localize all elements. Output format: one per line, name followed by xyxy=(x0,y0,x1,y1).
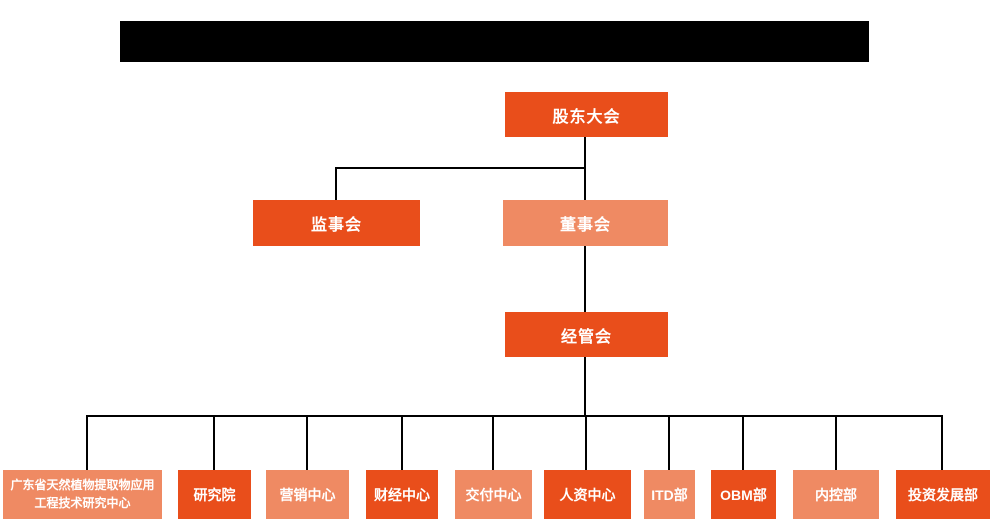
connector-drop-dept-10 xyxy=(941,415,943,470)
connector-drop-dept-3 xyxy=(306,415,308,470)
connector-drop-dept-8 xyxy=(742,415,744,470)
node-dept-research-center: 广东省天然植物提取物应用工程技术研究中心 xyxy=(3,470,162,519)
connector-bus-horizontal xyxy=(86,415,943,417)
node-dept-research-institute: 研究院 xyxy=(178,470,251,519)
node-dept-investment-development: 投资发展部 xyxy=(896,470,990,519)
node-shareholders-meeting: 股东大会 xyxy=(505,92,668,137)
node-dept-internal-control: 内控部 xyxy=(793,470,879,519)
node-board-of-directors: 董事会 xyxy=(503,200,668,246)
connector-drop-dept-6 xyxy=(585,415,587,470)
connector-board-to-management xyxy=(584,246,586,312)
node-dept-itd: ITD部 xyxy=(644,470,695,519)
node-dept-marketing-center: 营销中心 xyxy=(266,470,349,519)
connector-management-down xyxy=(584,357,586,417)
connector-supervisors-drop xyxy=(335,167,337,200)
node-supervisory-board: 监事会 xyxy=(253,200,420,246)
node-dept-finance-center: 财经中心 xyxy=(366,470,438,519)
connector-drop-dept-2 xyxy=(213,415,215,470)
title-bar-redacted xyxy=(120,21,869,62)
node-management-committee: 经管会 xyxy=(505,312,668,357)
node-dept-hr-center: 人资中心 xyxy=(544,470,631,519)
node-dept-delivery-center: 交付中心 xyxy=(455,470,532,519)
connector-split-horizontal xyxy=(335,167,586,169)
connector-drop-dept-1 xyxy=(86,415,88,470)
connector-root-down xyxy=(584,137,586,201)
connector-drop-dept-7 xyxy=(668,415,670,470)
node-dept-obm: OBM部 xyxy=(711,470,776,519)
connector-drop-dept-4 xyxy=(401,415,403,470)
connector-drop-dept-9 xyxy=(835,415,837,470)
connector-drop-dept-5 xyxy=(492,415,494,470)
